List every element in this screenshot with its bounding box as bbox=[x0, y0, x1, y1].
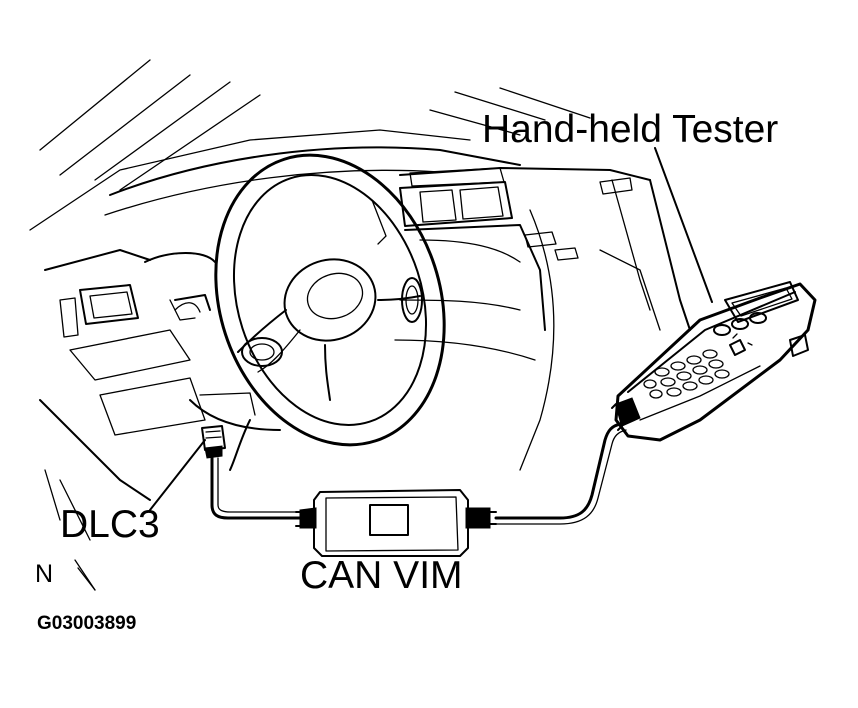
car-dashboard-illustration bbox=[29, 59, 691, 591]
can-vim-module-icon bbox=[295, 489, 497, 557]
dlc3-cable bbox=[210, 456, 302, 520]
figure-code: G03003899 bbox=[37, 613, 137, 634]
tester-leader-line bbox=[654, 147, 713, 303]
tester-cable bbox=[494, 422, 622, 520]
hand-held-tester-icon bbox=[611, 281, 817, 442]
dlc3-label: DLC3 bbox=[60, 503, 160, 546]
dlc3-connector-icon bbox=[201, 425, 226, 459]
dlc3-leader-line bbox=[149, 439, 206, 511]
steering-wheel-icon bbox=[174, 153, 446, 471]
north-label: N bbox=[35, 560, 54, 588]
north-marker-stroke bbox=[77, 567, 96, 591]
can-vim-label: CAN VIM bbox=[300, 554, 463, 597]
hand-held-tester-label: Hand-held Tester bbox=[482, 108, 779, 151]
